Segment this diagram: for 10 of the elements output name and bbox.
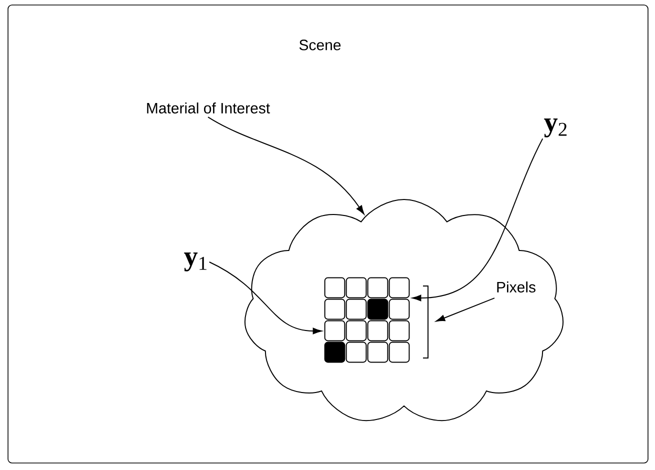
text-label: Pixels [497, 281, 536, 292]
arrow [436, 298, 495, 322]
symbol-label: y$_{1}$ [184, 252, 206, 272]
text-label: Material of Interest [147, 102, 270, 114]
arrow [208, 116, 364, 214]
pixel-grid [324, 277, 410, 363]
symbol-label: y$_{2}$ [544, 118, 567, 138]
arrow [412, 138, 544, 302]
cloud-shape [244, 199, 564, 422]
arrow [208, 262, 322, 334]
